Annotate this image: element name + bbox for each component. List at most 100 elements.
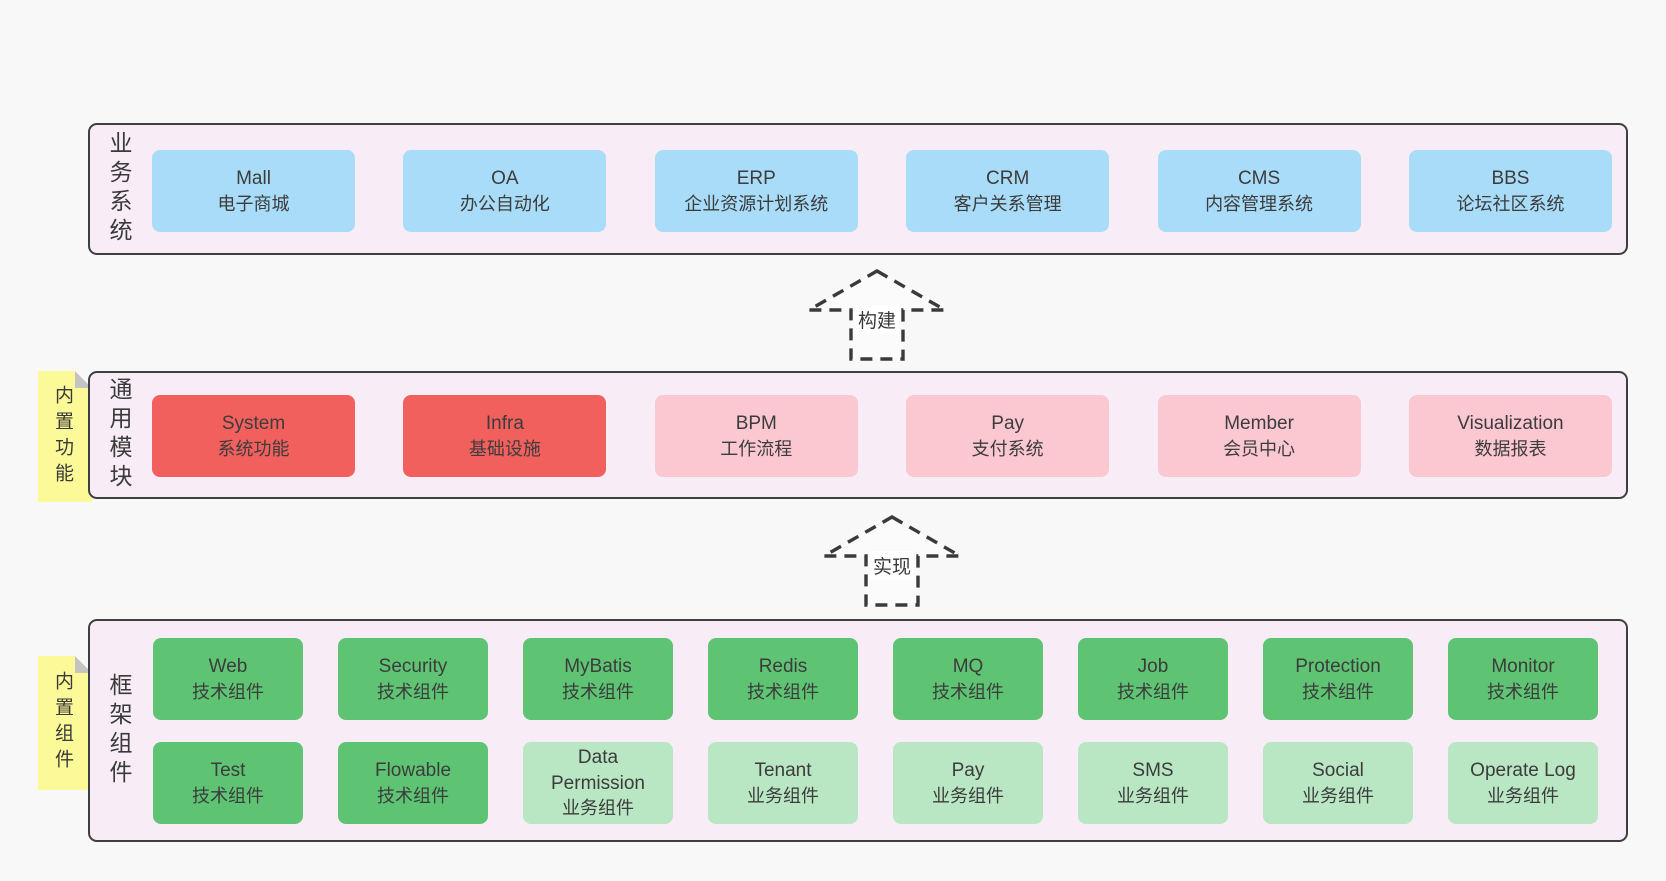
box-monitor-title: Monitor [1491,656,1555,678]
box-tenant-subtitle: 业务组件 [747,785,819,806]
box-operate-log-subtitle: 业务组件 [1487,785,1559,806]
built-in-features-note-label: 内置功能 [52,384,73,489]
band-framework-components-label: 框架组件 [106,672,132,789]
box-web: Web 技术组件 [153,638,303,720]
box-cms-subtitle: 内容管理系统 [1205,193,1314,214]
box-crm-subtitle: 客户关系管理 [953,193,1062,214]
implement-arrow-label: 实现 [869,551,915,580]
box-visualization: Visualization 数据报表 [1408,395,1612,477]
built-in-features-note: 内置功能 [38,371,92,502]
band-business-systems: 业务系统 Mall 电子商城 OA 办公自动化 ERP 企业资源计划系统 CRM… [88,123,1628,255]
band-common-modules: 通用模块 System 系统功能 Infra 基础设施 BPM 工作流程 Pay… [88,371,1628,499]
box-cms-title: CMS [1237,168,1281,190]
box-oa: OA 办公自动化 [403,150,607,232]
box-mybatis-title: MyBatis [564,656,632,678]
box-crm-title: CRM [986,168,1030,190]
box-sms-title: SMS [1132,760,1174,782]
built-in-components-note-label: 内置组件 [52,671,73,775]
box-operate-log: Operate Log 业务组件 [1448,742,1598,824]
box-mall: Mall 电子商城 [152,150,355,232]
box-pay-component-subtitle: 业务组件 [932,785,1004,806]
box-pay-module-title: Pay [991,413,1025,435]
box-bbs-subtitle: 论坛社区系统 [1456,193,1565,214]
box-pay-module-subtitle: 支付系统 [971,438,1044,459]
box-test-subtitle: 技术组件 [192,785,264,806]
box-mq-title: MQ [952,656,984,678]
build-arrow: 构建 [806,268,948,363]
box-mall-title: Mall [236,168,271,190]
business-systems-row: Mall 电子商城 OA 办公自动化 ERP 企业资源计划系统 CRM 客户关系… [152,150,1612,232]
implement-arrow: 实现 [821,514,963,609]
box-bpm: BPM 工作流程 [654,395,858,477]
box-bpm-title: BPM [735,413,777,435]
box-oa-title: OA [491,168,519,190]
box-bpm-subtitle: 工作流程 [720,438,793,459]
box-flowable: Flowable 技术组件 [338,742,488,824]
box-job-subtitle: 技术组件 [1117,681,1189,702]
box-erp-subtitle: 企业资源计划系统 [684,193,829,214]
box-redis-subtitle: 技术组件 [747,681,819,702]
box-system-title: System [221,413,286,435]
box-security-subtitle: 技术组件 [377,681,449,702]
box-visualization-subtitle: 数据报表 [1474,438,1547,459]
box-visualization-title: Visualization [1457,413,1564,435]
framework-components-row-2: Test 技术组件 Flowable 技术组件 Data Permission … [153,742,1598,824]
box-web-subtitle: 技术组件 [192,681,264,702]
box-protection: Protection 技术组件 [1263,638,1413,720]
box-system-subtitle: 系统功能 [217,438,290,459]
box-pay-module: Pay 支付系统 [906,395,1110,477]
box-cms: CMS 内容管理系统 [1157,150,1361,232]
box-mq: MQ 技术组件 [893,638,1043,720]
box-monitor-subtitle: 技术组件 [1487,681,1559,702]
box-mq-subtitle: 技术组件 [932,681,1004,702]
box-data-permission-subtitle: 业务组件 [562,798,634,819]
box-redis: Redis 技术组件 [708,638,858,720]
box-mall-subtitle: 电子商城 [217,193,290,214]
box-sms: SMS 业务组件 [1078,742,1228,824]
box-erp-title: ERP [736,168,776,190]
box-data-permission: Data Permission 业务组件 [523,742,673,824]
build-arrow-label: 构建 [854,305,900,334]
box-data-permission-title: Data Permission [551,747,645,794]
box-job-title: Job [1137,656,1169,678]
box-test-title: Test [210,760,246,782]
box-oa-subtitle: 办公自动化 [459,193,550,214]
box-infra: Infra 基础设施 [403,395,607,477]
band-framework-components: 框架组件 Web 技术组件 Security 技术组件 MyBatis 技术组件… [88,619,1628,842]
box-erp: ERP 企业资源计划系统 [654,150,858,232]
common-modules-row: System 系统功能 Infra 基础设施 BPM 工作流程 Pay 支付系统… [152,395,1612,477]
box-social-subtitle: 业务组件 [1302,785,1374,806]
box-pay-component: Pay 业务组件 [893,742,1043,824]
box-system: System 系统功能 [152,395,355,477]
framework-components-row-1: Web 技术组件 Security 技术组件 MyBatis 技术组件 Redi… [153,638,1598,720]
box-mybatis-subtitle: 技术组件 [562,681,634,702]
box-member: Member 会员中心 [1157,395,1361,477]
box-monitor: Monitor 技术组件 [1448,638,1598,720]
box-social-title: Social [1312,760,1364,782]
box-redis-title: Redis [758,656,808,678]
box-tenant: Tenant 业务组件 [708,742,858,824]
box-operate-log-title: Operate Log [1470,760,1576,782]
box-infra-subtitle: 基础设施 [468,438,541,459]
box-protection-title: Protection [1295,656,1381,678]
box-sms-subtitle: 业务组件 [1117,785,1189,806]
box-job: Job 技术组件 [1078,638,1228,720]
box-protection-subtitle: 技术组件 [1302,681,1374,702]
box-member-subtitle: 会员中心 [1223,438,1296,459]
box-member-title: Member [1224,413,1294,435]
box-flowable-subtitle: 技术组件 [377,785,449,806]
box-crm: CRM 客户关系管理 [906,150,1110,232]
box-web-title: Web [208,656,248,678]
box-security: Security 技术组件 [338,638,488,720]
box-social: Social 业务组件 [1263,742,1413,824]
box-mybatis: MyBatis 技术组件 [523,638,673,720]
box-security-title: Security [378,656,448,678]
box-infra-title: Infra [485,413,524,435]
box-test: Test 技术组件 [153,742,303,824]
box-bbs: BBS 论坛社区系统 [1408,150,1612,232]
box-pay-component-title: Pay [951,760,985,782]
band-common-modules-label: 通用模块 [106,377,132,493]
box-bbs-title: BBS [1491,168,1530,190]
band-business-systems-label: 业务系统 [106,131,132,247]
